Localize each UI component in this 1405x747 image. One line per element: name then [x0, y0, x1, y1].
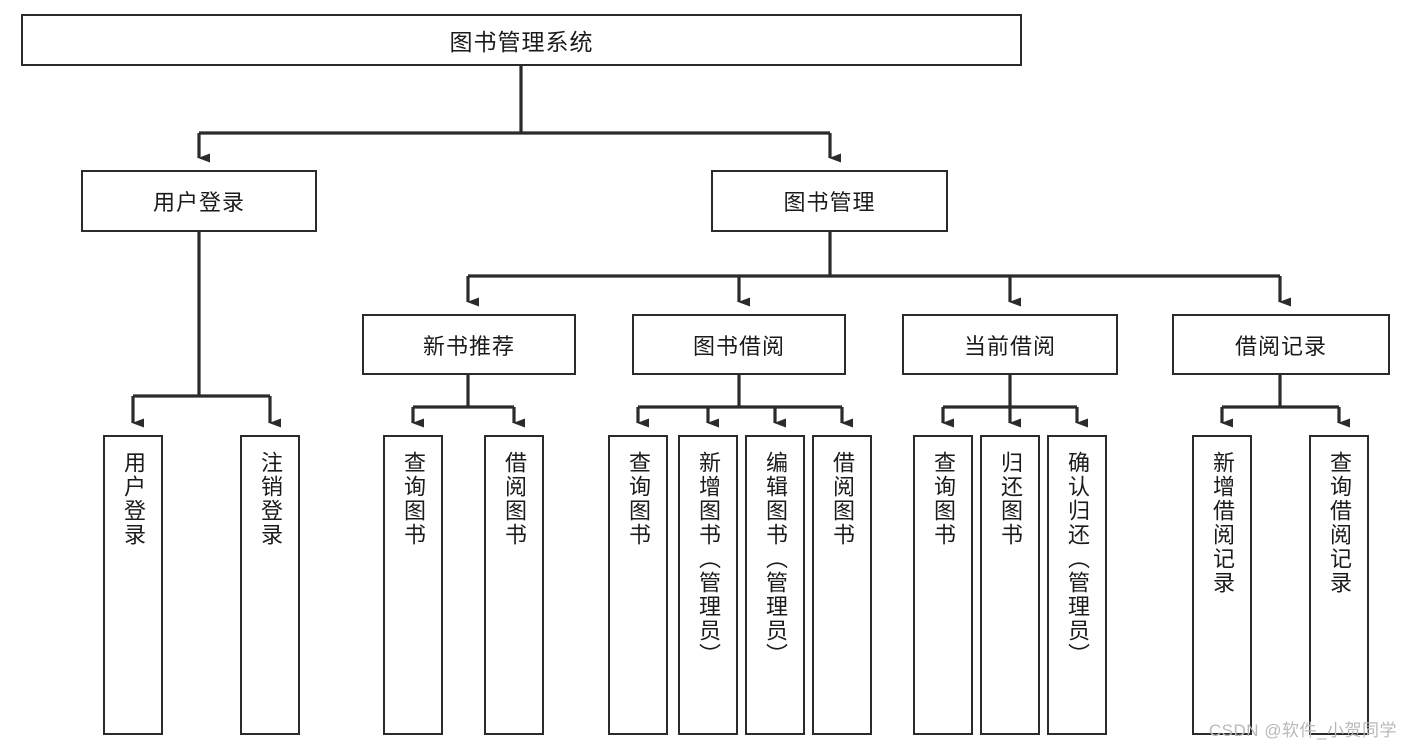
node-label: 图书管理系统 — [449, 29, 594, 55]
node-root-system[interactable]: 图书管理系统 — [21, 14, 1022, 66]
node-label: 编辑图书（管理员） — [762, 451, 788, 667]
node-label: 用户登录 — [152, 190, 245, 215]
node-label: 用户登录 — [120, 451, 146, 547]
node-label: 借阅图书 — [501, 451, 527, 547]
node-leaf-borrow-book-2[interactable]: 借阅图书 — [812, 435, 872, 735]
node-label: 图书借阅 — [692, 333, 785, 359]
node-label: 确认归还（管理员） — [1064, 451, 1090, 667]
node-new-book-recommend[interactable]: 新书推荐 — [362, 314, 576, 375]
node-label: 新增图书（管理员） — [695, 451, 721, 667]
node-user-login[interactable]: 用户登录 — [81, 170, 317, 232]
node-leaf-confirm-return[interactable]: 确认归还（管理员） — [1047, 435, 1107, 735]
node-label: 查询图书 — [930, 451, 956, 547]
node-label: 借阅记录 — [1234, 333, 1327, 359]
node-label: 归还图书 — [997, 451, 1023, 547]
watermark-text: CSDN @软件_小贺同学 — [1208, 721, 1397, 740]
node-label: 新增借阅记录 — [1209, 451, 1235, 595]
node-leaf-query-record[interactable]: 查询借阅记录 — [1309, 435, 1369, 735]
node-leaf-borrow-book-1[interactable]: 借阅图书 — [484, 435, 544, 735]
node-book-manage[interactable]: 图书管理 — [711, 170, 948, 232]
node-borrow-record[interactable]: 借阅记录 — [1172, 314, 1390, 375]
node-leaf-query-book-3[interactable]: 查询图书 — [913, 435, 973, 735]
node-label: 图书管理 — [783, 190, 876, 215]
node-label: 当前借阅 — [963, 333, 1056, 359]
node-leaf-user-login[interactable]: 用户登录 — [103, 435, 163, 735]
node-leaf-query-book-1[interactable]: 查询图书 — [383, 435, 443, 735]
node-label: 查询图书 — [625, 451, 651, 547]
node-label: 查询借阅记录 — [1326, 451, 1352, 595]
node-current-borrow[interactable]: 当前借阅 — [902, 314, 1118, 375]
node-leaf-query-book-2[interactable]: 查询图书 — [608, 435, 668, 735]
node-label: 注销登录 — [257, 451, 283, 547]
node-label: 新书推荐 — [422, 333, 515, 359]
node-leaf-add-record[interactable]: 新增借阅记录 — [1192, 435, 1252, 735]
node-leaf-return-book[interactable]: 归还图书 — [980, 435, 1040, 735]
node-label: 借阅图书 — [829, 451, 855, 547]
node-label: 查询图书 — [400, 451, 426, 547]
node-leaf-edit-book[interactable]: 编辑图书（管理员） — [745, 435, 805, 735]
node-leaf-logout-login[interactable]: 注销登录 — [240, 435, 300, 735]
node-leaf-add-book[interactable]: 新增图书（管理员） — [678, 435, 738, 735]
node-book-borrow[interactable]: 图书借阅 — [632, 314, 846, 375]
